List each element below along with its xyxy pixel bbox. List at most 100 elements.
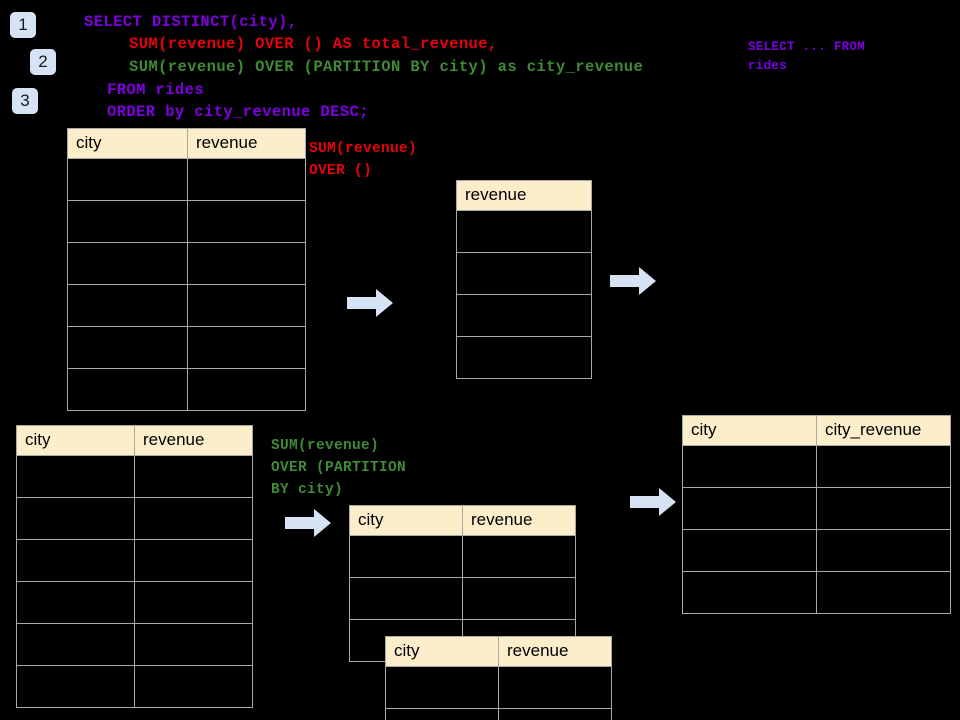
cell-revenue [456,336,592,379]
sql-line-order-by: ORDER by city_revenue DESC; [107,103,369,121]
column-header-revenue: revenue [462,505,576,536]
cell-city [16,497,135,540]
table-row [682,487,951,530]
cell-city [67,368,188,411]
column-header-city: city [16,425,135,456]
table-row [67,326,306,369]
cell-revenue [498,708,612,720]
cell-revenue [187,368,306,411]
cell-city-revenue [816,487,951,530]
table-row [682,571,951,614]
table-row [16,497,253,540]
cell-city [16,455,135,498]
table-row [456,336,592,379]
annotation-sum-over-partition-line2: OVER (PARTITION [271,460,407,476]
sql-side-note-line1: SELECT ... FROM [748,40,866,54]
annotation-sum-over-empty-line2: OVER () [309,163,373,179]
cell-city [682,529,817,572]
table-rides-input-top: city revenue [67,128,306,411]
sql-line-sum-over-empty: SUM(revenue) OVER () AS total_revenue, [129,35,498,53]
table-row [16,665,253,708]
sql-line-sum-over-partition: SUM(revenue) OVER (PARTITION BY city) as… [129,58,644,76]
table-row [682,445,951,488]
arrow-partition-to-result-icon [630,487,676,517]
table-header-row: city revenue [67,128,306,159]
table-final-result: city city_revenue [682,415,951,614]
cell-revenue [187,242,306,285]
table-row [456,210,592,253]
cell-revenue [134,539,253,582]
cell-city [682,445,817,488]
column-header-revenue: revenue [498,636,612,667]
arrow-total-to-result-icon [610,266,656,296]
arrow-input-to-total-icon [347,288,393,318]
column-header-revenue: revenue [187,128,306,159]
cell-city [682,487,817,530]
column-header-city: city [385,636,499,667]
step-badge-3[interactable]: 3 [12,88,38,114]
table-row [16,455,253,498]
table-partition-group-front: city revenue [385,636,612,720]
arrow-input-to-partition-icon [285,508,331,538]
cell-revenue [134,623,253,666]
sql-side-note-line2: rides [748,59,788,73]
step-badge-1[interactable]: 1 [10,12,36,38]
table-header-row: city revenue [385,636,612,667]
cell-city [67,200,188,243]
table-row [349,577,576,620]
cell-city [385,708,499,720]
cell-revenue [462,535,576,578]
table-rides-input-bottom: city revenue [16,425,253,708]
table-row [385,708,612,720]
cell-city [16,665,135,708]
sql-line-select-distinct: SELECT DISTINCT(city), [84,13,298,31]
table-header-row: city city_revenue [682,415,951,446]
table-total-revenue: revenue [456,180,592,379]
table-row [67,158,306,201]
table-row [67,200,306,243]
table-row [456,294,592,337]
cell-city-revenue [816,571,951,614]
cell-revenue [134,455,253,498]
step-badge-2[interactable]: 2 [30,49,56,75]
column-header-city: city [682,415,817,446]
annotation-sum-over-partition-line3: BY city) [271,482,344,498]
column-header-city: city [67,128,188,159]
cell-revenue [187,200,306,243]
sql-line-from: FROM rides [107,81,205,99]
cell-city [16,623,135,666]
column-header-revenue: revenue [134,425,253,456]
cell-revenue [498,666,612,709]
cell-city [385,666,499,709]
table-row [67,242,306,285]
table-header-row: city revenue [16,425,253,456]
annotation-sum-over-empty-line1: SUM(revenue) [309,141,418,157]
column-header-city: city [349,505,463,536]
cell-revenue [187,284,306,327]
cell-revenue [456,294,592,337]
table-row [385,666,612,709]
cell-city [16,581,135,624]
cell-revenue [456,252,592,295]
cell-city-revenue [816,529,951,572]
cell-revenue [462,577,576,620]
cell-city [682,571,817,614]
cell-revenue [134,497,253,540]
cell-city [349,577,463,620]
table-row [456,252,592,295]
cell-city [67,242,188,285]
table-header-row: city revenue [349,505,576,536]
cell-city [349,535,463,578]
table-row [16,581,253,624]
cell-city [67,158,188,201]
cell-city [67,326,188,369]
cell-city-revenue [816,445,951,488]
table-row [349,535,576,578]
table-row [16,539,253,582]
cell-revenue [187,158,306,201]
table-row [682,529,951,572]
column-header-revenue: revenue [456,180,592,211]
cell-revenue [134,665,253,708]
table-row [67,368,306,411]
